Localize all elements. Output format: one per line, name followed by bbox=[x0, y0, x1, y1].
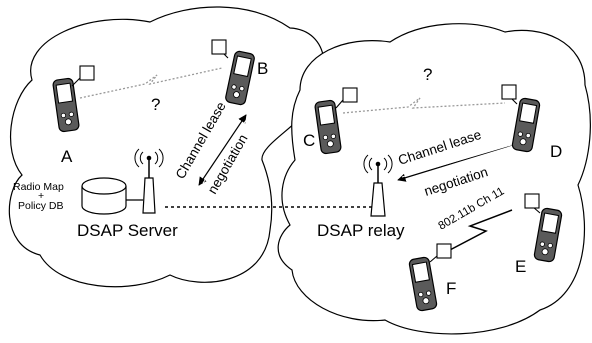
dsap-server-label: DSAP Server bbox=[77, 221, 178, 240]
negotiation-arrow-right-inner bbox=[401, 142, 519, 178]
device-b-label: B bbox=[257, 59, 268, 78]
uncertain-link-right bbox=[342, 97, 506, 114]
device-a[interactable] bbox=[51, 65, 95, 133]
db-label-line2: + bbox=[38, 190, 44, 202]
negotiation-arrow-left bbox=[198, 114, 247, 186]
device-e[interactable] bbox=[524, 193, 563, 263]
left-cloud bbox=[8, 6, 325, 288]
policy-db-icon bbox=[81, 177, 127, 215]
device-a-label: A bbox=[61, 147, 73, 166]
device-d[interactable] bbox=[501, 84, 541, 153]
wifi-link-f-e bbox=[447, 209, 513, 252]
dsap-relay-icon bbox=[363, 154, 393, 217]
uncertain-link-left bbox=[79, 67, 223, 99]
device-e-label: E bbox=[515, 257, 526, 276]
device-c[interactable] bbox=[313, 87, 358, 155]
device-d-label: D bbox=[550, 142, 562, 161]
dsap-server-icon bbox=[134, 148, 164, 214]
db-label-line3: Policy DB bbox=[18, 200, 64, 212]
question-left: ? bbox=[151, 95, 160, 114]
dsap-relay-label: DSAP relay bbox=[317, 221, 405, 240]
device-c-label: C bbox=[303, 131, 315, 150]
negotiation-arrow-left-inner bbox=[202, 115, 250, 184]
device-f-label: F bbox=[446, 279, 456, 298]
device-f[interactable] bbox=[408, 243, 452, 312]
db-label-line1: Radio Map bbox=[13, 181, 64, 193]
device-b[interactable] bbox=[211, 39, 256, 107]
question-right: ? bbox=[423, 65, 432, 84]
